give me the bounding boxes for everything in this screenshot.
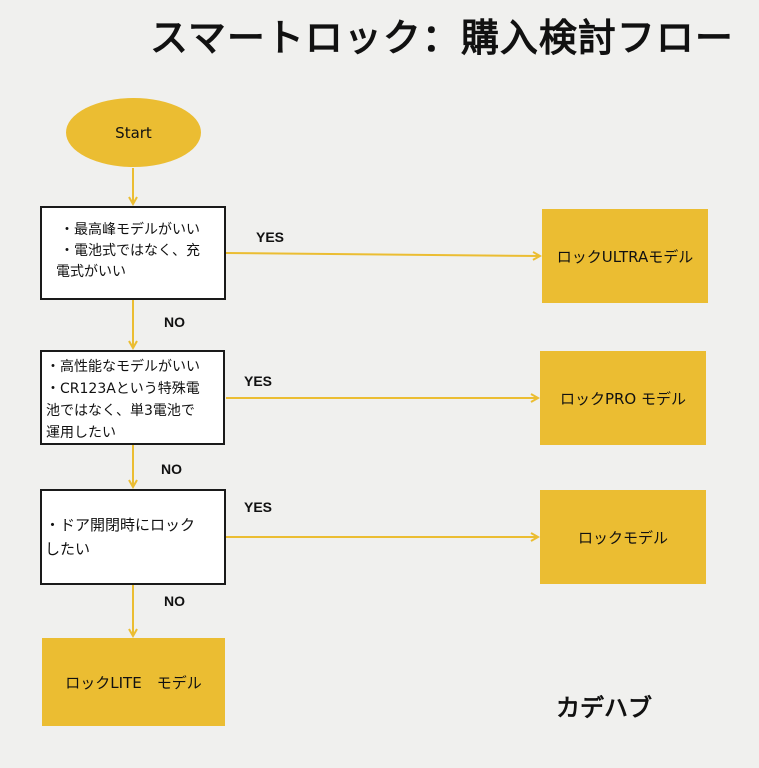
result-label: ロックモデル — [577, 528, 668, 547]
result-standard: ロックモデル — [540, 490, 706, 584]
result-label: ロックLITE モデル — [65, 673, 202, 692]
question-line: ・電池式ではなく、充 — [60, 243, 200, 259]
brand-logo-text: カデハブ — [556, 694, 652, 722]
question-box-3: ・ドア開閉時にロック したい — [40, 489, 226, 585]
question-line: 池ではなく、単3電池で — [46, 403, 195, 419]
yes-label-1: YES — [256, 229, 285, 245]
start-node: Start — [66, 98, 201, 167]
arrow-q1-yes — [225, 253, 540, 256]
question-box-1: ・最高峰モデルがいい ・電池式ではなく、充 電式がいい — [40, 206, 226, 300]
question-line: したい — [45, 540, 91, 558]
question-line: 電式がいい — [56, 264, 126, 280]
question-box-2: ・高性能なモデルがいい ・CR123Aという特殊電 池ではなく、単3電池で 運用… — [40, 350, 225, 445]
result-lite: ロックLITE モデル — [42, 638, 225, 726]
yes-label-2: YES — [244, 373, 273, 389]
result-pro: ロックPRO モデル — [540, 351, 706, 445]
no-label-3: NO — [164, 593, 185, 609]
no-label-1: NO — [164, 314, 185, 330]
result-label: ロックULTRAモデル — [556, 247, 694, 266]
question-line: 運用したい — [46, 425, 116, 441]
page-title: スマートロック：購入検討フロー — [150, 16, 734, 60]
question-line: ・高性能なモデルがいい — [46, 359, 200, 375]
question-line: ・ドア開閉時にロック — [45, 516, 196, 534]
question-line: ・最高峰モデルがいい — [60, 222, 200, 238]
question-line: ・CR123Aという特殊電 — [46, 381, 200, 397]
yes-label-3: YES — [244, 499, 273, 515]
no-label-2: NO — [161, 461, 182, 477]
result-label: ロックPRO モデル — [559, 389, 687, 408]
start-label: Start — [115, 123, 152, 142]
result-ultra: ロックULTRAモデル — [542, 209, 708, 303]
